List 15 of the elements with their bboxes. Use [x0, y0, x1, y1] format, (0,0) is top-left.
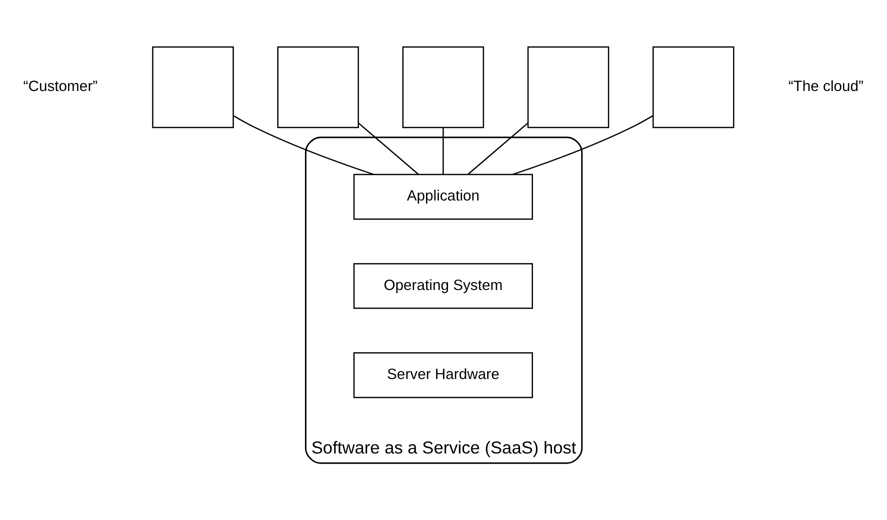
connector: [512, 115, 654, 176]
node-box: [527, 46, 610, 128]
node-box: [652, 46, 734, 128]
connector: [442, 128, 444, 174]
node-box: [277, 46, 359, 128]
label: “Customer”: [23, 79, 98, 96]
connector: [468, 122, 528, 175]
node-box: Operating System: [353, 263, 533, 309]
node-box: [152, 46, 234, 128]
node-box: [402, 46, 484, 128]
node-box: Application: [353, 174, 533, 220]
label: “The cloud”: [788, 79, 864, 96]
node-box: Server Hardware: [353, 352, 533, 398]
connector: [358, 122, 419, 175]
connector: [232, 115, 374, 176]
